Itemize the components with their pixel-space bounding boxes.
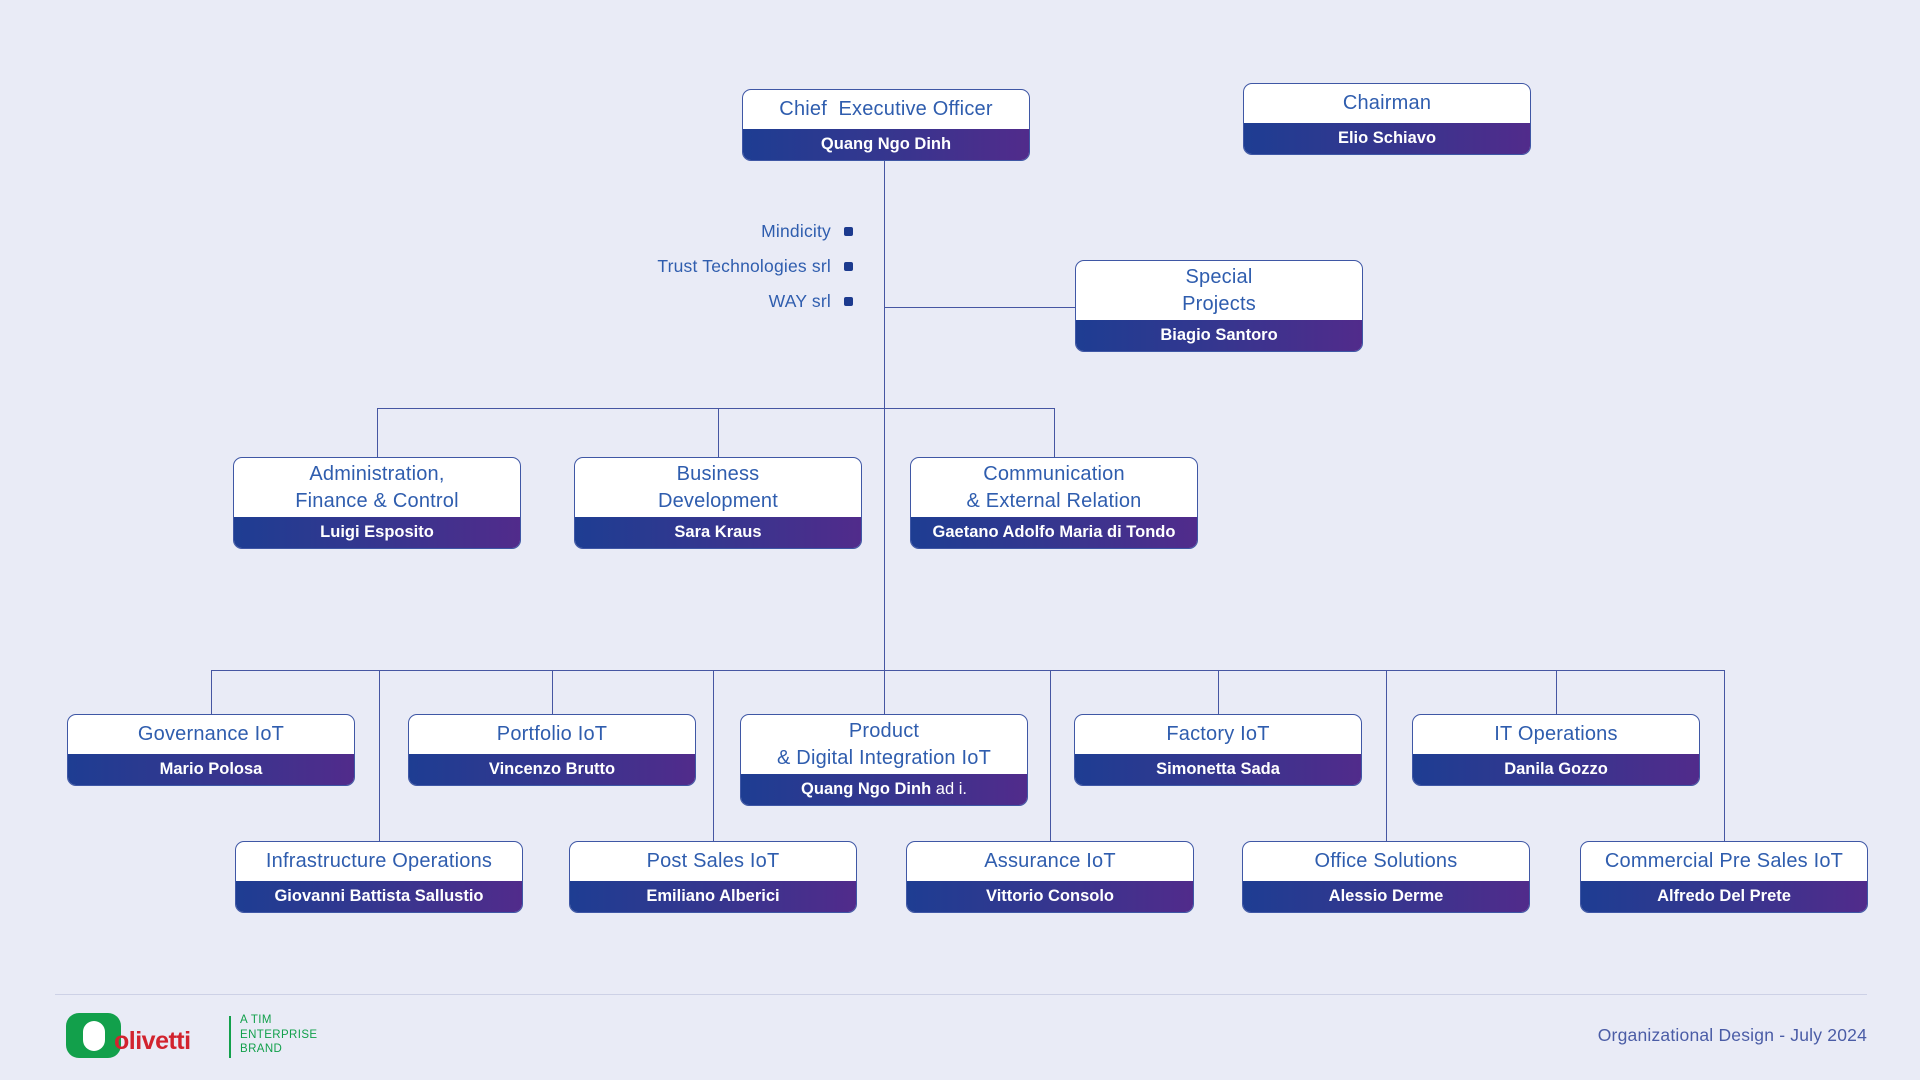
node-title: Governance IoT [137, 723, 285, 745]
org-node-it-operations: IT Operations Danila Gozzo [1412, 714, 1700, 786]
subsidiary-item: Trust Technologies srl [657, 251, 853, 281]
node-name-bar: Emiliano Alberici [570, 881, 856, 912]
square-bullet-icon [844, 226, 853, 236]
connector-drop-commercial-pre-sales [1724, 670, 1725, 841]
square-bullet-icon [844, 261, 853, 271]
connector-drop-assurance [1050, 670, 1051, 841]
subsidiary-label: Trust Technologies srl [657, 255, 831, 276]
connector-row3-bus [211, 670, 1724, 671]
connector-drop-factory [1218, 670, 1219, 714]
node-title: Infrastructure Operations [265, 850, 493, 872]
connector-drop-admin [377, 408, 378, 457]
org-node-administration-finance-control: Administration,Finance & Control Luigi E… [233, 457, 521, 549]
node-name-bar: Vincenzo Brutto [409, 754, 695, 785]
node-name-bar: Biagio Santoro [1076, 320, 1362, 351]
node-name-bar: Mario Polosa [68, 754, 354, 785]
node-name-bar: Alfredo Del Prete [1581, 881, 1867, 912]
connector-ceo-vertical [884, 160, 885, 714]
olivetti-wordmark: olivetti [114, 1027, 191, 1055]
node-title: Chairman [1342, 92, 1432, 114]
footer-note: Organizational Design - July 2024 [1597, 1025, 1867, 1045]
subsidiary-label: WAY srl [768, 290, 831, 311]
connector-special-projects [884, 307, 1075, 308]
node-name-bar: Sara Kraus [575, 517, 861, 548]
node-name-bar: Vittorio Consolo [907, 881, 1193, 912]
org-node-chairman: Chairman Elio Schiavo [1243, 83, 1531, 155]
connector-drop-infrastructure [379, 670, 380, 841]
node-title: Post Sales IoT [646, 850, 780, 872]
subsidiaries-list: Mindicity Trust Technologies srl WAY srl [0, 216, 853, 316]
node-title: Communication& External Relation [966, 462, 1142, 512]
node-name-bar: Alessio Derme [1243, 881, 1529, 912]
node-title: Portfolio IoT [496, 723, 608, 745]
subsidiary-item: Mindicity [761, 216, 853, 246]
org-node-commercial-pre-sales-iot: Commercial Pre Sales IoT Alfredo Del Pre… [1580, 841, 1868, 913]
connector-drop-communication [1054, 408, 1055, 457]
olivetti-logo: olivetti A TIM ENTERPRISE BRAND [66, 1008, 406, 1068]
olivetti-logo-o-shape [82, 1020, 105, 1051]
node-title: Office Solutions [1314, 850, 1458, 872]
olivetti-logo-icon [66, 1013, 121, 1058]
org-node-office-solutions: Office Solutions Alessio Derme [1242, 841, 1530, 913]
node-name-bar: Simonetta Sada [1075, 754, 1361, 785]
org-node-ceo: Chief Executive Officer Quang Ngo Dinh [742, 89, 1030, 161]
org-node-infrastructure-operations: Infrastructure Operations Giovanni Batti… [235, 841, 523, 913]
node-name-bar: Gaetano Adolfo Maria di Tondo [911, 517, 1197, 548]
connector-drop-portfolio [552, 670, 553, 714]
node-name-bar: Elio Schiavo [1244, 123, 1530, 154]
footer-divider [55, 994, 1867, 995]
node-name-bar: Quang Ngo Dinh ad i. [741, 774, 1027, 805]
node-name-bar: Giovanni Battista Sallustio [236, 881, 522, 912]
connector-row2-bus [377, 408, 1055, 409]
connector-drop-governance [211, 670, 212, 714]
connector-drop-business-development [718, 408, 719, 457]
node-name-bar: Danila Gozzo [1413, 754, 1699, 785]
node-title: Factory IoT [1166, 723, 1270, 745]
org-node-communication-external-relation: Communication& External Relation Gaetano… [910, 457, 1198, 549]
subsidiary-label: Mindicity [761, 220, 831, 241]
node-name-bar: Quang Ngo Dinh [743, 129, 1029, 160]
node-title: Assurance IoT [984, 850, 1116, 872]
node-title: Product& Digital Integration IoT [777, 719, 991, 769]
org-node-governance-iot: Governance IoT Mario Polosa [67, 714, 355, 786]
node-name-bar: Luigi Esposito [234, 517, 520, 548]
connector-drop-post-sales [713, 670, 714, 841]
org-node-assurance-iot: Assurance IoT Vittorio Consolo [906, 841, 1194, 913]
connector-drop-it-operations [1556, 670, 1557, 714]
org-node-product-digital-integration-iot: Product& Digital Integration IoT Quang N… [740, 714, 1028, 806]
square-bullet-icon [844, 296, 853, 306]
org-node-portfolio-iot: Portfolio IoT Vincenzo Brutto [408, 714, 696, 786]
subsidiary-item: WAY srl [769, 286, 853, 316]
tim-enterprise-brand-tagline: A TIM ENTERPRISE BRAND [240, 1014, 318, 1055]
org-node-post-sales-iot: Post Sales IoT Emiliano Alberici [569, 841, 857, 913]
node-title: IT Operations [1494, 723, 1618, 745]
org-node-factory-iot: Factory IoT Simonetta Sada [1074, 714, 1362, 786]
connector-drop-office-solutions [1386, 670, 1387, 841]
logo-divider-bar [229, 1016, 231, 1058]
node-title: Chief Executive Officer [779, 98, 993, 120]
node-title: Administration,Finance & Control [295, 462, 459, 512]
node-title: Commercial Pre Sales IoT [1604, 850, 1844, 872]
